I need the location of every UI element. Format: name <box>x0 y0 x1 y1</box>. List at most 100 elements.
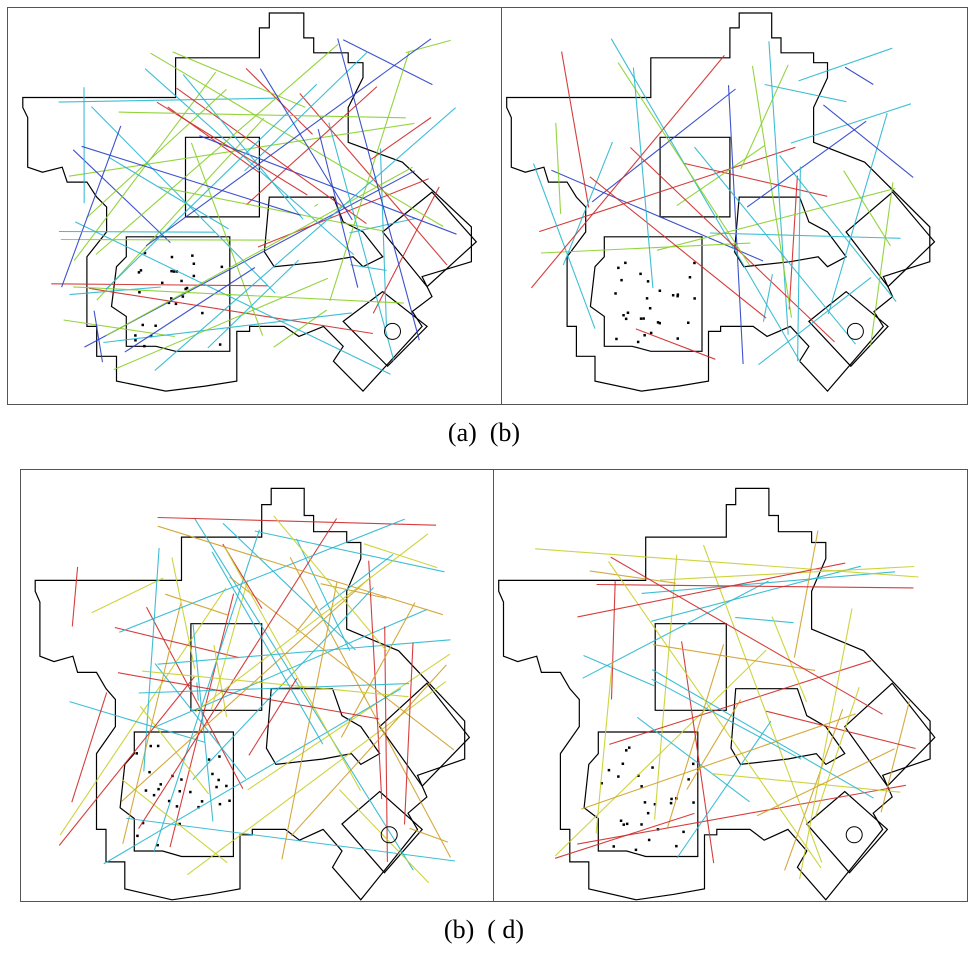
pillar <box>688 276 692 279</box>
signal-ray <box>51 283 268 287</box>
signal-ray <box>610 556 883 715</box>
signal-ray <box>368 560 383 800</box>
signal-ray <box>709 232 901 239</box>
pillar <box>649 331 653 335</box>
signal-ray <box>246 86 378 206</box>
signal-ray <box>339 789 429 884</box>
signal-ray <box>758 276 872 366</box>
signal-ray <box>799 608 853 880</box>
pillar <box>218 755 221 758</box>
signal-ray <box>157 639 451 665</box>
pillar <box>175 805 179 808</box>
pillar <box>192 262 196 265</box>
signal-ray <box>145 38 432 247</box>
signal-ray <box>823 104 914 178</box>
signal-ray <box>651 565 862 622</box>
pillar <box>139 269 143 272</box>
signal-ray <box>686 699 742 790</box>
pillar <box>178 822 181 826</box>
signal-ray <box>630 147 835 343</box>
pillar <box>692 801 695 804</box>
signal-ray <box>694 146 857 345</box>
signal-ray <box>815 687 860 817</box>
signal-ray <box>771 616 808 703</box>
signal-ray <box>746 120 867 208</box>
signal-ray <box>793 530 819 658</box>
floorplan-svg-c <box>34 487 471 901</box>
inner-hall-outline <box>583 731 699 858</box>
signal-ray <box>196 682 199 701</box>
signal-ray <box>756 748 895 817</box>
pillar <box>135 752 138 755</box>
pillar <box>619 819 623 822</box>
signal-ray <box>342 39 433 86</box>
building-outline <box>498 487 931 901</box>
pillar <box>624 261 627 265</box>
signal-ray <box>844 66 874 85</box>
signal-ray <box>681 641 715 864</box>
pillar <box>215 785 218 789</box>
pillar <box>181 295 185 298</box>
signal-ray <box>554 812 695 859</box>
floorplan-panel-d <box>494 470 968 901</box>
signal-ray <box>114 626 240 659</box>
signal-ray <box>118 111 406 119</box>
signal-ray <box>194 533 429 713</box>
signal-ray <box>72 149 171 243</box>
signal-ray <box>154 663 247 780</box>
pillar <box>149 334 153 338</box>
signal-ray <box>138 518 338 829</box>
signal-ray <box>711 773 901 793</box>
signal-ray <box>735 616 794 624</box>
square-room-outline <box>378 682 471 788</box>
right-wing-outline <box>265 688 381 766</box>
signal-ray <box>74 221 391 375</box>
signal-ray <box>273 515 387 652</box>
pillar <box>149 744 152 748</box>
pillar <box>653 803 657 806</box>
floorplan-panel-c <box>21 470 493 901</box>
pillar <box>134 339 137 342</box>
signal-ray <box>71 692 108 803</box>
signal-ray <box>403 642 414 825</box>
signal-ray <box>69 286 161 296</box>
pillar <box>639 317 643 320</box>
pillar <box>159 783 162 786</box>
signal-ray <box>138 683 410 694</box>
signal-ray <box>370 117 432 160</box>
pillar <box>201 311 204 315</box>
pillar <box>220 265 224 269</box>
signal-ray <box>617 62 750 266</box>
courtyard-outline <box>190 623 263 711</box>
signal-ray <box>314 203 319 207</box>
signal-ray <box>651 678 802 760</box>
signal-ray <box>554 649 767 857</box>
pillar <box>648 307 652 310</box>
pillar <box>137 271 141 274</box>
signal-ray <box>596 583 914 589</box>
caption-top: (a) (b) <box>447 418 521 447</box>
inner-hall-outline <box>110 236 231 352</box>
signal-ray <box>156 101 308 196</box>
signal-ray <box>676 720 772 859</box>
signal-ray <box>405 39 451 54</box>
pillar <box>174 302 178 306</box>
signal-ray <box>93 310 104 363</box>
square-room-outline <box>844 682 936 788</box>
signal-ray <box>581 713 856 810</box>
signal-ray <box>609 660 872 745</box>
signal-ray <box>363 543 438 569</box>
pillar <box>617 266 620 270</box>
pillar <box>620 278 623 282</box>
signal-ray <box>751 65 793 318</box>
signal-ray <box>379 148 387 326</box>
pillar <box>645 297 649 300</box>
signal-ray <box>61 125 122 288</box>
signal-ray <box>113 277 329 371</box>
pillar <box>225 784 228 788</box>
signal-ray <box>539 146 796 233</box>
pillar <box>197 805 200 809</box>
signal-ray <box>530 55 725 289</box>
signal-ray <box>319 553 394 611</box>
square-room-outline <box>845 191 936 288</box>
